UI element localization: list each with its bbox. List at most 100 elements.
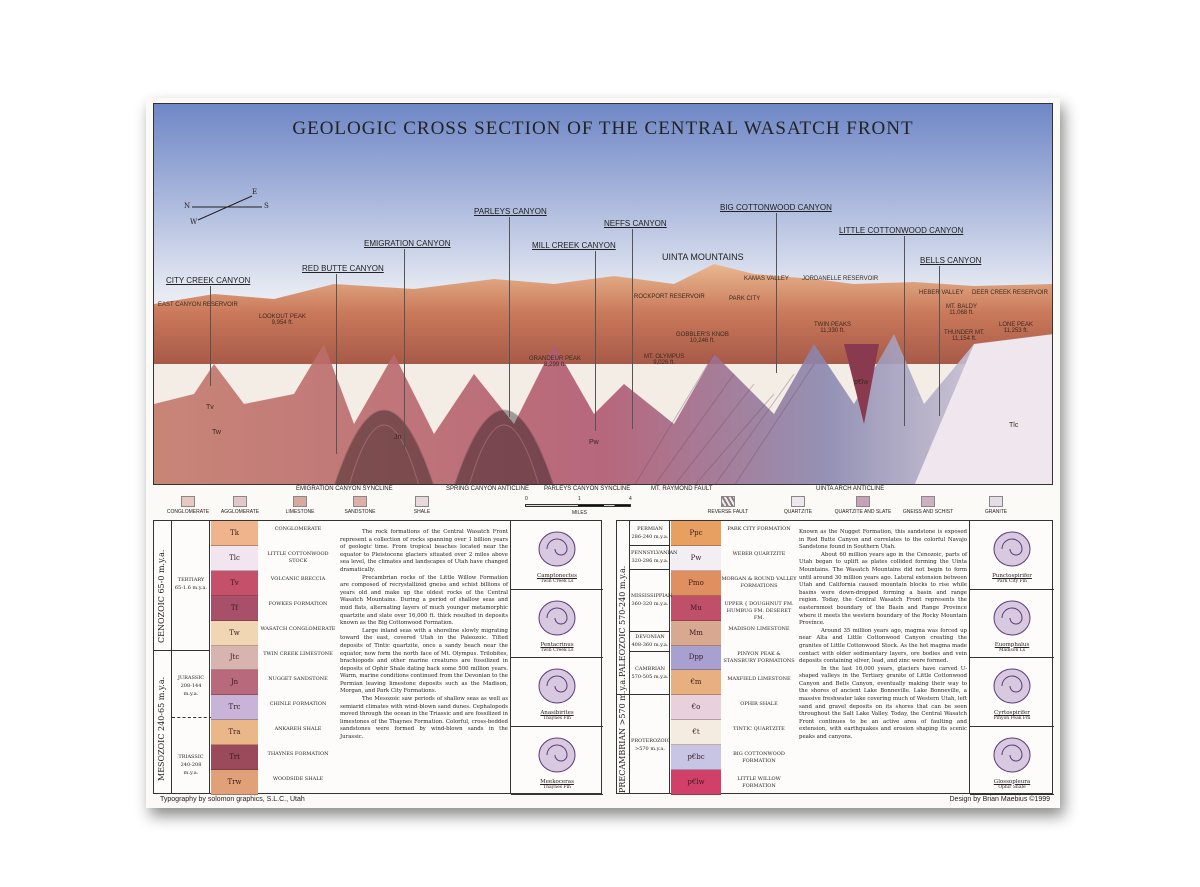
compass-arrows-icon	[192, 195, 262, 221]
unit-name: MORGAN & ROUND VALLEY FORMATIONS	[721, 576, 797, 590]
unit-name: VOLCANIC BRECCIA	[270, 576, 326, 583]
unit-name: ANKAREH SHALE	[274, 725, 322, 732]
fossil-name: Pentacrinus	[540, 641, 574, 648]
legend-item: AGGLOMERATE	[205, 496, 275, 515]
typography-credit: Typography by solomon graphics, S.L.C., …	[160, 796, 305, 803]
place-label: EAST CANYON RESERVOIR	[158, 302, 238, 308]
unit-name: THAYNES FORMATION	[267, 750, 329, 757]
fossil-icon	[993, 737, 1031, 772]
rock-unit-5: Dpp	[671, 645, 721, 671]
mountain-range	[154, 264, 1052, 364]
fossil-icon	[538, 600, 576, 635]
period-divider	[630, 545, 670, 546]
era-label: CENOZOIC 65-0 m.y.a.	[157, 549, 166, 643]
unit-name: LITTLE WILLOW FORMATION	[737, 775, 781, 789]
history-text-left: The rock formations of the Central Wasat…	[340, 529, 508, 741]
unit-name: NUGGET SANDSTONE	[268, 675, 328, 682]
legend-item: GNEISS AND SCHIST	[893, 496, 963, 515]
rock-unit-9: p€bc	[671, 745, 721, 771]
place-label: HEBER VALLEY	[919, 290, 964, 296]
rock-unit-8: Tra	[211, 720, 258, 746]
poster: GEOLOGIC CROSS SECTION OF THE CENTRAL WA…	[146, 98, 1060, 808]
cross-section-illustration: GEOLOGIC CROSS SECTION OF THE CENTRAL WA…	[153, 103, 1053, 485]
canyon-label: BIG COTTONWOOD CANYON	[720, 203, 832, 212]
reverse-fault-swatch-icon	[721, 496, 735, 507]
compass-w: W	[190, 218, 198, 226]
rock-type-legend: CONGLOMERATE AGGLOMERATE LIMESTONE SANDS…	[153, 496, 1053, 518]
canyon-label: MILL CREEK CANYON	[532, 241, 616, 250]
fossil-icon	[538, 668, 576, 704]
fossil-name: Euomphalus	[994, 641, 1030, 648]
unit-name: WEBER QUARTZITE	[732, 551, 786, 558]
unit-name: CHINLE FORMATION	[269, 700, 327, 707]
fossil-location: Thaynes Fm	[543, 784, 571, 790]
legend-item: REVERSE FAULT	[693, 496, 763, 515]
compass-e: E	[252, 188, 258, 196]
rock-unit-10: p€lw	[671, 770, 721, 795]
rock-unit-7: Trc	[211, 695, 258, 721]
canyon-label: PARLEYS CANYON	[474, 207, 547, 216]
structure-label: SPRING CANYON ANTICLINE	[446, 486, 530, 492]
gneiss-schist-swatch-icon	[921, 496, 935, 507]
compass-n: N	[184, 202, 191, 210]
legend-item: QUARTZITE	[763, 496, 833, 515]
unit-name: WOODSIDE SHALE	[272, 775, 324, 782]
legend-item: SHALE	[387, 496, 457, 515]
era-label: MESOZOIC 240-65 m.y.a.	[157, 676, 166, 781]
rock-unit-2: Pmo	[671, 570, 721, 596]
place-label: KAMAS VALLEY	[744, 276, 789, 282]
fossil-location: Thaynes Fm	[543, 716, 571, 721]
rock-unit-4: Mm	[671, 620, 721, 646]
canyon-label: EMIGRATION CANYON	[364, 239, 451, 248]
cross-section-art	[154, 264, 1052, 484]
legend-item: LIMESTONE	[265, 496, 335, 515]
rock-unit-0: Ppc	[671, 521, 721, 546]
fossil-location: Pinyon Peak Fm	[993, 716, 1031, 721]
shale-swatch-icon	[415, 496, 429, 507]
quartzite-swatch-icon	[791, 496, 805, 507]
period-label: PROTEROZOIC>570 m.y.a.	[631, 737, 671, 752]
design-credit: Design by Brian Maebius ©1999	[949, 796, 1051, 803]
peak-label: THUNDER MT.11,154 ft.	[944, 330, 985, 342]
unit-label: Tlc	[1009, 422, 1019, 429]
fossil-name: Anasibirites	[540, 710, 574, 716]
uinta-mountains-label: UINTA MOUNTAINS	[662, 252, 744, 262]
canyon-label: NEFFS CANYON	[604, 219, 667, 228]
unit-name: LITTLE COTTONWOOD STOCK	[267, 551, 329, 565]
sandstone-swatch-icon	[353, 496, 367, 507]
fossil-icon	[993, 668, 1031, 704]
place-label: PARK CITY	[729, 296, 761, 302]
fossil-location: Twin Creek Ls	[540, 647, 574, 653]
unit-name: FOWKES FORMATION	[268, 601, 328, 608]
rock-strata	[154, 334, 1052, 484]
legend-item: QUARTZITE AND SLATE	[828, 496, 898, 515]
unit-name: TWIN CREEK LIMESTONE	[263, 651, 333, 657]
fossil-name: Cyrtospirifer	[994, 710, 1030, 716]
conglomerate-swatch-icon	[181, 496, 195, 507]
rock-unit-8: €t	[671, 720, 721, 746]
unit-name: OPHIR SHALE	[740, 700, 778, 707]
rock-unit-4: Tw	[211, 620, 258, 646]
structure-label: MT. RAYMOND FAULT	[651, 486, 713, 492]
rock-unit-9: Trt	[211, 745, 258, 771]
granite-swatch-icon	[989, 496, 1003, 507]
canyon-label: LITTLE COTTONWOOD CANYON	[839, 226, 964, 235]
unit-name: TINTIC QUARTZITE	[733, 725, 785, 732]
